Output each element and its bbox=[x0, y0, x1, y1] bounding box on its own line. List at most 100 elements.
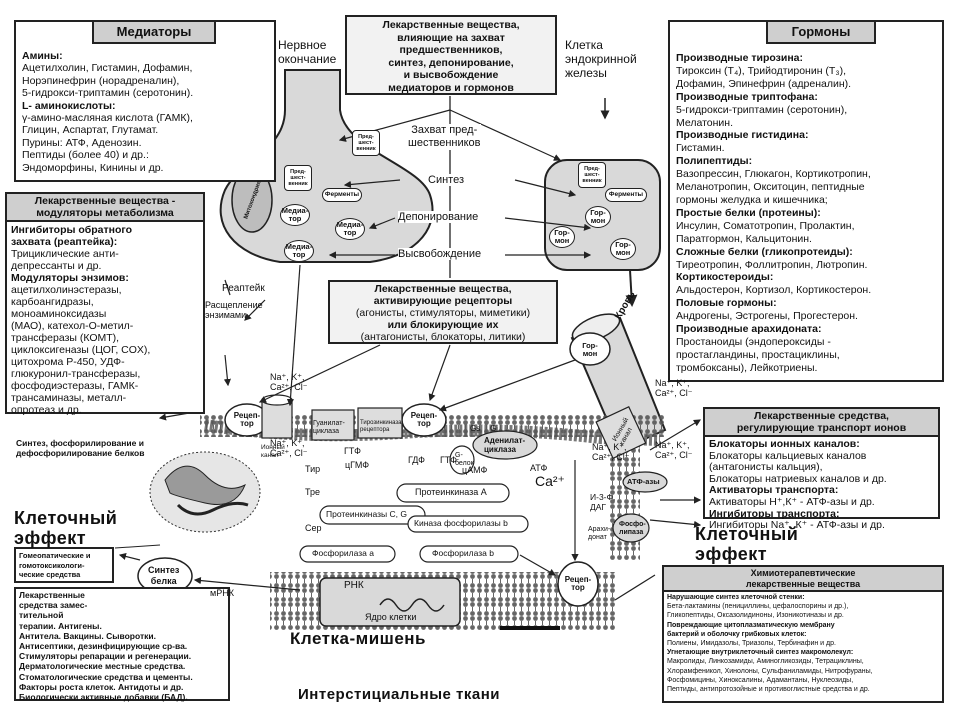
ion-transport-list: Блокаторы ионных каналов:Блокаторы кальц… bbox=[705, 437, 938, 534]
list-line: Производные тирозина: bbox=[676, 52, 804, 64]
list-line: Хлорамфеникол, Хинолоны, Сульфаниламиды,… bbox=[667, 667, 873, 675]
receptor-label-center: Рецеп- тор bbox=[410, 411, 438, 428]
guanylate-label: Гуанилат- циклаза bbox=[313, 420, 345, 435]
list-line: (антагонисты кальция), bbox=[709, 461, 823, 474]
rna-label: РНК bbox=[344, 580, 364, 591]
list-line: карбоангидразы, bbox=[11, 296, 94, 308]
list-line: влияющие на захват bbox=[397, 31, 505, 44]
ions-label-3: Na⁺, K⁺, Ca²⁺, Cl⁻ bbox=[655, 378, 693, 398]
hormone-oval-1: Гор- мон bbox=[585, 206, 611, 228]
list-line: и высвобождение bbox=[403, 69, 499, 82]
cgmp-label: цГМФ bbox=[345, 460, 370, 470]
ions-label-2: Na⁺, K⁺, Ca²⁺, Cl⁻ bbox=[270, 438, 308, 458]
list-line: Сложные белки (гликопротеиды): bbox=[676, 245, 853, 258]
list-line: Лекарственные вещества - bbox=[34, 195, 176, 207]
list-line: Дерматологические местные средства. bbox=[19, 661, 186, 672]
hormones-list: Производные тирозина:Тироксин (Т₄), Трий… bbox=[672, 50, 875, 377]
modulators-title: Лекарственные вещества -модуляторы метаб… bbox=[7, 194, 203, 222]
list-line: Гистамин. bbox=[676, 142, 725, 155]
atpase-shape bbox=[622, 471, 668, 493]
list-line: Производные арахидоната: bbox=[676, 323, 822, 336]
list-line: Ацетилхолин, Гистамин, Дофамин, bbox=[22, 62, 193, 75]
list-line: Инсулин, Соматотропин, Пролактин, bbox=[676, 219, 855, 232]
list-line: захвата (реаптейка): bbox=[11, 236, 118, 248]
precursor-oval-1: Пред- шест- венник bbox=[352, 130, 380, 156]
capture-drugs-text: Лекарственные вещества,влияющие на захва… bbox=[347, 17, 555, 95]
precursor-oval-2: Пред- шест- венник bbox=[284, 165, 312, 191]
atpase-label: АТФ-азы bbox=[627, 477, 660, 486]
list-line: Глицин, Аспартат, Глутамат. bbox=[22, 124, 159, 137]
list-line: Блокаторы натриевых каналов и др. bbox=[709, 472, 887, 485]
list-line: L- аминокислоты: bbox=[22, 99, 116, 112]
list-line: Блокаторы ионных каналов: bbox=[709, 438, 860, 450]
list-line: средства замес- bbox=[19, 600, 88, 611]
list-line: 5-гидрокси-триптамин (серотонин). bbox=[22, 87, 194, 100]
release-label: Высвобождение bbox=[398, 248, 482, 260]
list-line: (МАО), катехол-О-метил- bbox=[11, 320, 134, 332]
list-line: Стоматологические средства и цементы. bbox=[19, 671, 193, 682]
phos-b-label: Фосфорилаза b bbox=[432, 548, 494, 558]
list-line: регулирующие транспорт ионов bbox=[736, 422, 907, 434]
list-line: синтез, депонирование, bbox=[388, 56, 514, 69]
phospholipase-label: Фосфо- липаза bbox=[619, 521, 646, 536]
receptor-drugs-panel: Лекарственные вещества,активирующие реце… bbox=[328, 280, 558, 344]
list-line: Ингибиторы транспорта: bbox=[709, 507, 840, 520]
list-line: Тиреотропин, Фоллитропин, Лютропин. bbox=[676, 258, 868, 271]
list-line: Антитела. Вакцины. Сыворотки. bbox=[19, 630, 156, 641]
list-line: Активаторы транспорта: bbox=[709, 484, 839, 497]
list-line: (агонисты, стимуляторы, миметики) bbox=[355, 307, 531, 319]
target-cell-label: Клетка-мишень bbox=[290, 629, 427, 648]
list-line: или блокирующие их bbox=[387, 319, 499, 331]
ions-label-4: Na⁺, K⁺, Ca²⁺, Cl⁻ bbox=[592, 442, 630, 462]
list-line: Трициклические анти- bbox=[11, 248, 119, 260]
mediator-oval-2: Медиа- тор bbox=[335, 218, 365, 240]
list-line: моноаминоксидазы bbox=[11, 308, 107, 320]
list-line: Половые гормоны: bbox=[676, 297, 777, 310]
capture-label: Захват пред- шественников bbox=[408, 124, 481, 150]
gtf-label-2: ГТФ bbox=[440, 455, 457, 465]
hormones-panel: Гормоны Производные тирозина:Тироксин (Т… bbox=[668, 20, 944, 382]
list-line: депрессанты и др. bbox=[11, 260, 102, 272]
list-line: Макролиды, Линкозамиды, Аминогликозиды, … bbox=[667, 658, 864, 666]
ion-channel-label-1: Ионный канал bbox=[261, 444, 285, 459]
ions-label-5: Na⁺, K⁺, Ca²⁺, Cl⁻ bbox=[655, 440, 693, 460]
ser-label: Сер bbox=[305, 523, 322, 533]
arachidonate-label: Арахи- донат bbox=[588, 526, 611, 541]
list-line: тительной bbox=[19, 610, 64, 621]
chemotherapy-list: Нарушающие синтез клеточной стенки:Бета-… bbox=[664, 592, 942, 695]
hormone-oval-2: Гор- мон bbox=[549, 226, 575, 248]
list-line: Альдостерон, Кортизол, Кортикостерон. bbox=[676, 284, 872, 297]
list-line: Антисептики, дезинфицирующие ср-ва. bbox=[19, 641, 188, 652]
enzymes-oval-2: Ферменты bbox=[605, 188, 647, 202]
list-line: Андрогены, Эстрогены, Прогестерон. bbox=[676, 310, 858, 323]
list-line: Пурины: АТФ, Аденозин. bbox=[22, 136, 142, 149]
gtf-label-1: ГТФ bbox=[344, 446, 361, 456]
list-line: Полипептиды: bbox=[676, 155, 753, 168]
list-line: гормоны желудка и кишечника; bbox=[676, 193, 828, 206]
tir-label: Тир bbox=[305, 464, 321, 474]
list-line: Биологически активные добавки (БАД). bbox=[19, 692, 188, 703]
list-line: Факторы роста клеток. Антидоты и др. bbox=[19, 681, 184, 692]
list-line: Паратгормон, Кальцитонин. bbox=[676, 232, 812, 245]
list-line: Фосфомицины, Хиноксалины, Адамантаны, Ну… bbox=[667, 676, 854, 684]
ion-transport-title: Лекарственные средства,регулирующие тран… bbox=[705, 409, 938, 437]
list-line: ческие средства bbox=[19, 570, 81, 580]
list-line: Гомеопатические и bbox=[19, 551, 91, 560]
list-line: γ-амино-масляная кислота (ГАМК), bbox=[22, 112, 193, 125]
list-line: Ингибиторы Na⁺, К⁺ - АТФ-азы и др. bbox=[709, 519, 885, 532]
list-line: Гликопептиды, Оксазолидиноны, Изоникотин… bbox=[667, 612, 844, 620]
list-line: Производные гистидина: bbox=[676, 129, 809, 142]
receptor-label-left: Рецеп- тор bbox=[233, 411, 261, 428]
gdf-label: ГДФ bbox=[408, 455, 426, 465]
list-line: терапии. Антигены. bbox=[19, 620, 102, 631]
receptor-shape-bottom bbox=[557, 561, 599, 607]
list-line: Простые белки (протеины): bbox=[676, 206, 821, 219]
list-line: глюкуронил-трансферазы, bbox=[11, 368, 141, 380]
list-line: Кортикостероиды: bbox=[676, 271, 774, 284]
mediators-panel: Медиаторы Амины:Ацетилхолин, Гистамин, Д… bbox=[14, 20, 276, 182]
list-line: трансаминазы, металл- bbox=[11, 392, 127, 404]
